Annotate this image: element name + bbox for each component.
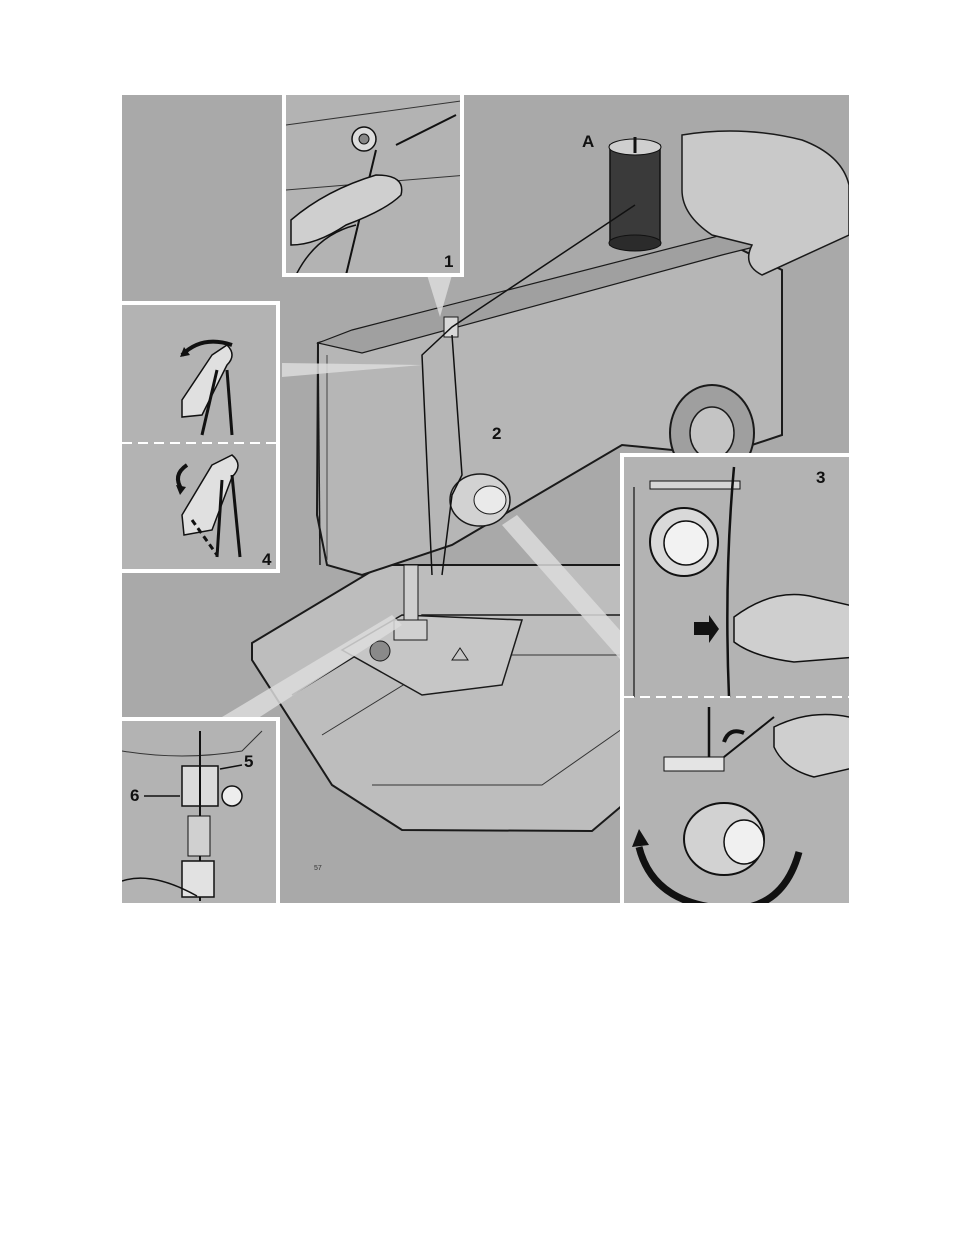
inset-step-3: 3: [620, 453, 849, 903]
label-step-1: 1: [444, 253, 453, 270]
needle-bar: [404, 565, 418, 625]
inset-5-6-drawing: [122, 721, 280, 903]
label-step-2: 2: [492, 425, 501, 442]
inset-step-5-6: 5 6: [122, 717, 280, 903]
inset-3-drawing: [624, 457, 849, 903]
label-step-5: 5: [244, 753, 253, 770]
print-mark: 57: [314, 865, 322, 872]
label-step-3: 3: [816, 469, 825, 486]
label-step-6: 6: [130, 787, 139, 804]
thread-spool: [610, 145, 660, 245]
inset-1-drawing: [286, 95, 464, 277]
inset-step-1: 1: [282, 95, 464, 277]
label-spool-pin: A: [582, 133, 594, 150]
label-step-4: 4: [262, 551, 271, 568]
inset-step-4: 4: [122, 301, 280, 573]
sewing-machine-threading-illustration: A 2 57 1 4: [122, 95, 849, 903]
inset-4-drawing: [122, 305, 280, 573]
